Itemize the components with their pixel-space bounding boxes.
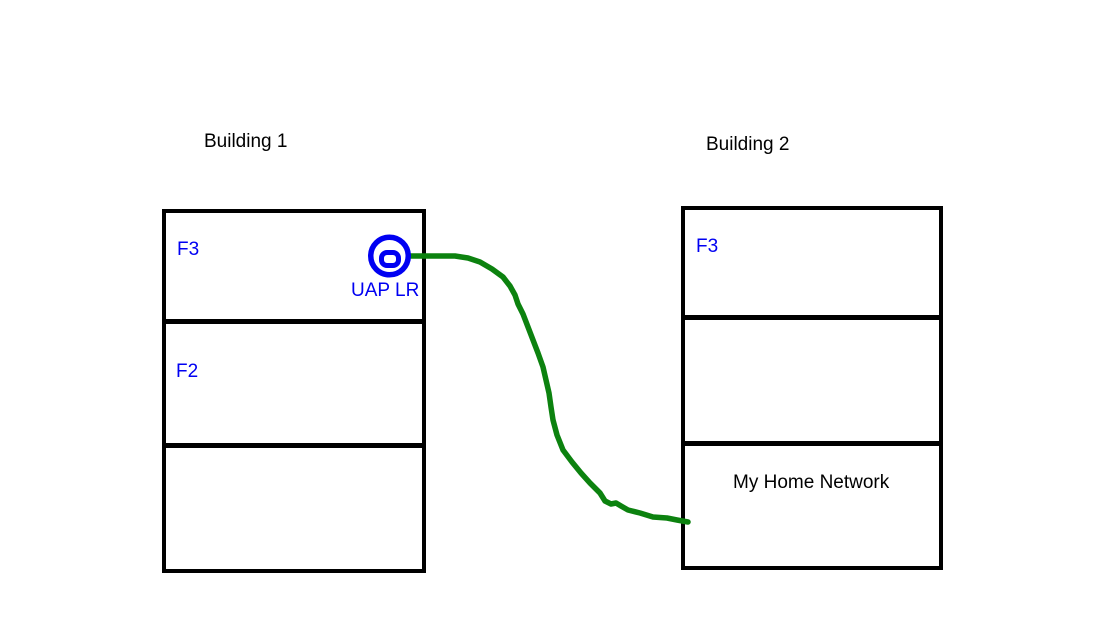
building2-floor-divider-2 bbox=[685, 441, 939, 446]
building2-title: Building 2 bbox=[706, 134, 790, 155]
my-home-network-label: My Home Network bbox=[733, 472, 890, 493]
building1-floor-divider-1 bbox=[166, 319, 422, 324]
building1-box bbox=[162, 209, 426, 573]
building2-floor-divider-1 bbox=[685, 315, 939, 320]
uap-lr-label: UAP LR bbox=[351, 280, 420, 301]
building1-title: Building 1 bbox=[204, 131, 288, 152]
building1-f2-label: F2 bbox=[176, 361, 199, 382]
building2-floor-f2 bbox=[685, 320, 939, 441]
building2-f3-label: F3 bbox=[696, 236, 719, 257]
wireless-link-line bbox=[407, 253, 691, 525]
building1-f3-label: F3 bbox=[177, 239, 200, 260]
building2-floor-f1 bbox=[685, 446, 939, 566]
building1-floor-f1 bbox=[166, 448, 422, 569]
building1-floor-f2 bbox=[166, 324, 422, 443]
building1-floor-divider-2 bbox=[166, 443, 422, 448]
building1-floor-f3 bbox=[166, 213, 422, 319]
building2-floor-f3 bbox=[685, 210, 939, 315]
building2-box bbox=[681, 206, 943, 570]
